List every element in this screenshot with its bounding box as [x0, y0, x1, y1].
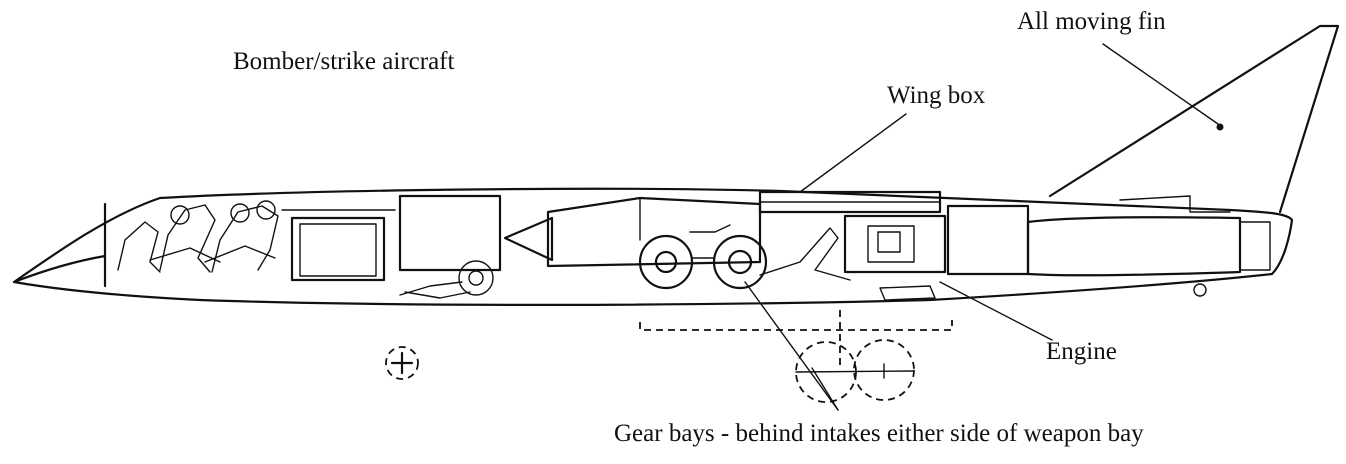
fin-leader	[1102, 43, 1219, 125]
fin-root-spine	[1119, 195, 1231, 213]
weapon-bay-duct	[546, 196, 762, 268]
cg-symbol	[385, 346, 419, 380]
diagram-title: Bomber/strike aircraft	[233, 48, 455, 75]
wing-box-label: Wing box	[887, 82, 986, 109]
cockpit-crew	[117, 200, 279, 273]
nose-cone	[12, 254, 107, 284]
forward-tank	[398, 194, 502, 272]
fin-label: All moving fin	[1017, 8, 1166, 35]
gear-leader-1	[744, 281, 839, 411]
main-gear	[638, 224, 851, 290]
intake-ramp	[503, 216, 554, 262]
gear-bays-label: Gear bays - behind intakes either side o…	[614, 420, 1144, 447]
avionics-bay	[290, 216, 386, 282]
gear-leader-2	[811, 367, 839, 411]
all-moving-fin	[1048, 24, 1340, 214]
nose-gear	[399, 260, 494, 299]
gear-bay-circles	[795, 339, 915, 403]
engine	[843, 204, 1271, 301]
wing-box-leader	[799, 113, 907, 193]
fuselage-outline	[12, 187, 1294, 306]
engine-leader	[939, 281, 1053, 341]
weapon-bay-dashed	[639, 320, 953, 331]
engine-label: Engine	[1046, 338, 1117, 365]
